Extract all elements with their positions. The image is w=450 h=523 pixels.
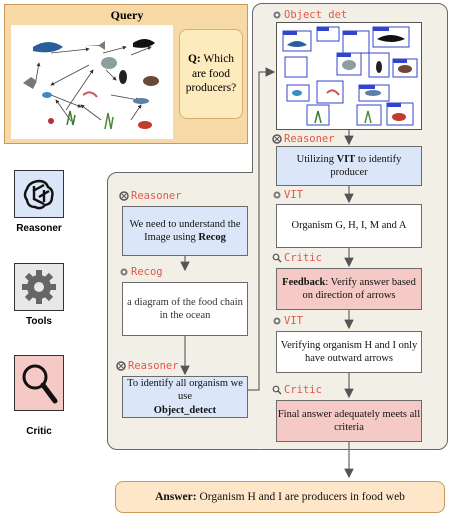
legend-critic-label: Critic <box>26 426 52 437</box>
gear-icon <box>273 191 281 199</box>
magnifier-icon <box>22 364 58 404</box>
answer-label: Answer: <box>155 490 197 503</box>
object-detection-image <box>276 22 422 130</box>
right-step6-agent-label: Critic <box>272 384 322 396</box>
legend-tools: Tools <box>14 263 68 327</box>
right-step3-box: Organism G, H, I, M and A <box>276 204 422 248</box>
right-step6-box: Final answer adequately meets all criter… <box>276 400 422 442</box>
gear-icon <box>22 270 56 304</box>
legend-critic: Critic <box>14 355 68 437</box>
openai-logo-icon <box>23 179 54 210</box>
gear-icon <box>273 11 281 19</box>
left-step1-box: We need to understand the Image using Re… <box>122 206 248 256</box>
left-step3-agent-label: Reasoner <box>116 360 179 372</box>
right-step4-box: Feedback: Verify answer based on directi… <box>276 268 422 310</box>
food-web-image <box>11 25 173 139</box>
right-step3-agent-label: VIT <box>272 189 303 201</box>
legend-reasoner: Reasoner <box>14 170 68 234</box>
query-panel: Query <box>4 4 248 144</box>
magnifier-icon <box>272 385 282 395</box>
left-step2-box: a diagram of the food chain in the ocean <box>122 282 248 336</box>
right-step2-agent-label: Reasoner <box>272 133 335 145</box>
answer-box: Answer: Organism H and I are producers i… <box>115 481 445 513</box>
right-step1-agent-label: Object det <box>272 9 347 21</box>
question-box: Q: Which are food producers? <box>179 29 243 119</box>
left-step1-agent-label: Reasoner <box>119 190 182 202</box>
right-step5-box: Verifying organism H and I only have out… <box>276 331 422 373</box>
gear-icon <box>120 268 128 276</box>
query-title: Query <box>110 8 144 22</box>
right-step2-box: Utilizing VIT to identify producer <box>276 146 422 186</box>
openai-logo-icon <box>119 191 129 201</box>
right-step4-agent-label: Critic <box>272 252 322 264</box>
legend-critic-tile <box>14 355 64 411</box>
openai-logo-icon <box>272 134 282 144</box>
left-step2-agent-label: Recog <box>119 266 163 278</box>
question-text: Which are food producers? <box>185 53 237 95</box>
magnifier-icon <box>272 253 282 263</box>
legend-tools-tile <box>14 263 64 311</box>
legend-reasoner-tile <box>14 170 64 218</box>
legend-tools-label: Tools <box>26 316 52 327</box>
gear-icon <box>273 317 281 325</box>
right-step5-agent-label: VIT <box>272 315 303 327</box>
question-label: Q: <box>187 53 201 66</box>
legend-reasoner-label: Reasoner <box>16 223 62 234</box>
openai-logo-icon <box>116 361 126 371</box>
answer-text: Organism H and I are producers in food w… <box>199 490 405 503</box>
